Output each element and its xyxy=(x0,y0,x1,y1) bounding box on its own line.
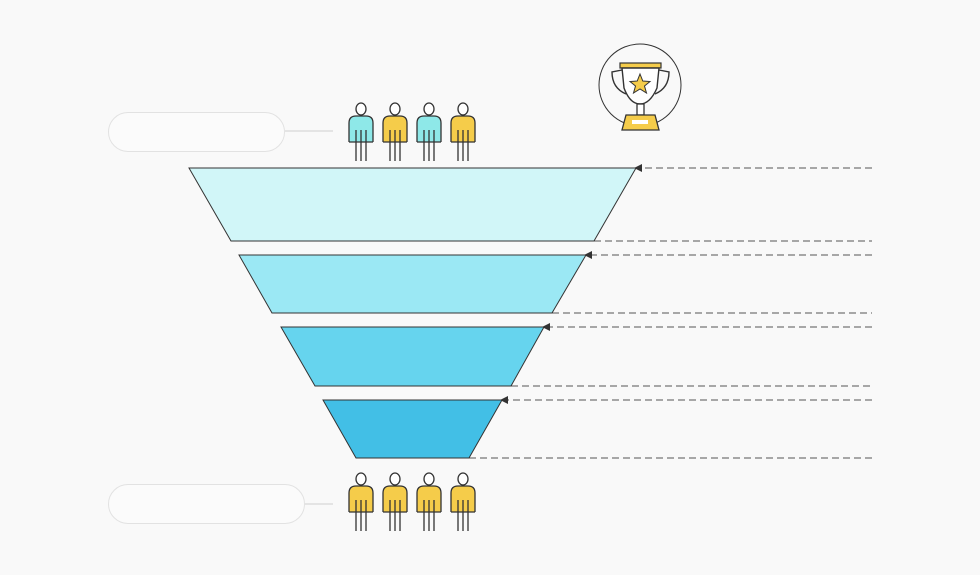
person-head xyxy=(355,472,367,486)
funnel-stage-2 xyxy=(238,254,587,314)
person-icon xyxy=(416,102,442,161)
person-icon xyxy=(450,102,476,161)
person-body xyxy=(382,115,408,142)
person-body xyxy=(416,115,442,142)
person-body xyxy=(348,485,374,512)
person-body xyxy=(348,115,374,142)
label-pill-top xyxy=(108,112,285,152)
stage-guide-lines xyxy=(469,164,872,459)
funnel-stage-3 xyxy=(280,326,545,387)
trophy-stem xyxy=(636,103,645,116)
trophy-handle-left xyxy=(611,69,627,95)
trophy-rim xyxy=(619,62,662,69)
person-head xyxy=(355,102,367,116)
person-head xyxy=(389,102,401,116)
person-head xyxy=(457,472,469,486)
connector-lines xyxy=(285,130,333,505)
star-icon xyxy=(628,72,652,95)
people-group-top xyxy=(348,102,476,161)
person-icon xyxy=(382,472,408,531)
funnel-stage-1 xyxy=(188,167,637,242)
label-pill-bottom xyxy=(108,484,305,524)
trophy-handle-right xyxy=(654,69,670,95)
person-body xyxy=(382,485,408,512)
person-body xyxy=(450,485,476,512)
trophy-icon xyxy=(598,43,682,131)
funnel-stage-4 xyxy=(322,399,503,459)
person-icon xyxy=(382,102,408,161)
person-head xyxy=(423,472,435,486)
person-body xyxy=(416,485,442,512)
person-icon xyxy=(416,472,442,531)
trophy-plaque xyxy=(632,120,648,124)
person-head xyxy=(389,472,401,486)
person-head xyxy=(423,102,435,116)
person-icon xyxy=(450,472,476,531)
people-group-bottom xyxy=(348,472,476,531)
funnel-stages xyxy=(188,167,637,459)
person-body xyxy=(450,115,476,142)
person-head xyxy=(457,102,469,116)
person-icon xyxy=(348,472,374,531)
person-icon xyxy=(348,102,374,161)
